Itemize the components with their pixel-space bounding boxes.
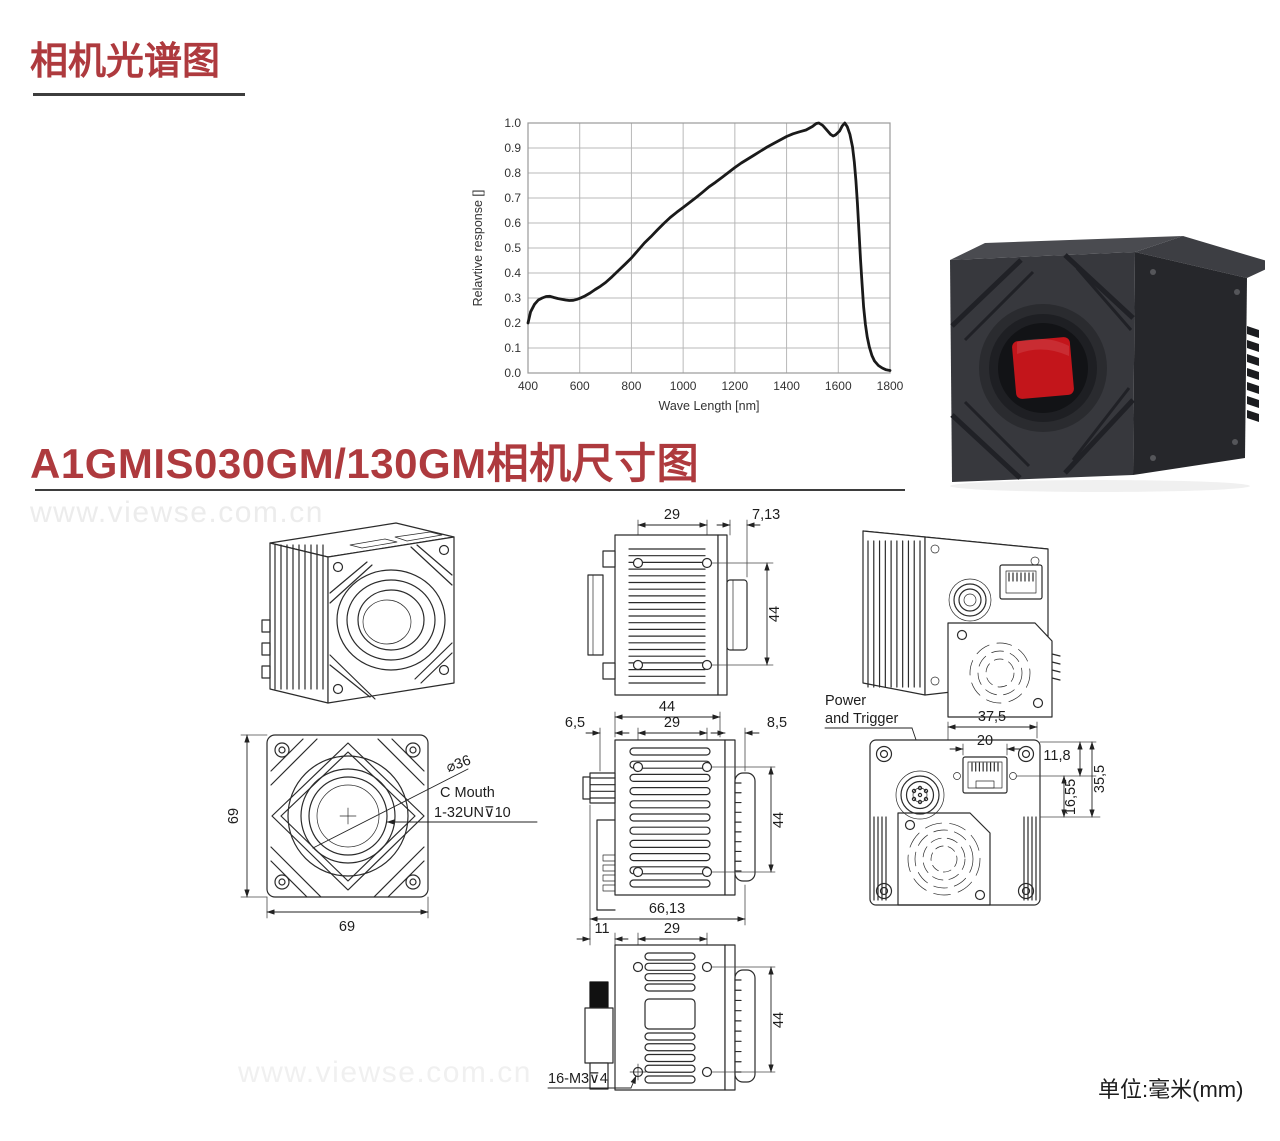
side-view-drawing: 44 29 6,5 8,5	[565, 699, 787, 911]
side-screws	[1150, 269, 1240, 461]
lens-diameter-label: ⌀36	[444, 753, 473, 777]
dim-front-width: 69	[339, 919, 355, 935]
svg-text:0.5: 0.5	[504, 241, 521, 255]
dim-bottom-29: 29	[664, 921, 680, 937]
bottom-view-drawing: 66,13 11 29	[547, 804, 787, 1091]
dim-top-713: 7,13	[752, 507, 780, 523]
power-trigger-label-1: Power	[825, 693, 866, 709]
dim-top-44: 44	[767, 606, 783, 622]
iso-corner-screws	[332, 544, 450, 695]
rear-right-fins	[1023, 816, 1037, 901]
watermark-bottom: www.viewse.com.cn	[238, 1056, 532, 1089]
dim-top-29: 29	[664, 507, 680, 523]
dim-rear-118: 11,8	[1043, 748, 1070, 764]
front-iso-drawing	[261, 522, 455, 704]
section2-title: A1GMIS030GM/130GM相机尺寸图	[30, 440, 700, 487]
rear-iso-drawing	[862, 530, 1061, 718]
dim-rear-20: 20	[977, 733, 993, 749]
mount-label-1: C Mouth	[440, 785, 495, 801]
response-curve	[526, 121, 892, 372]
rear-view-drawing: 37,5	[869, 709, 1108, 906]
svg-text:0.3: 0.3	[504, 291, 521, 305]
side-view-slots	[629, 747, 711, 888]
dim-side-85: 8,5	[767, 715, 787, 731]
dim-side-65: 6,5	[565, 715, 585, 731]
y-axis-label: Relavtive response []	[471, 190, 485, 307]
orthographic-drawings: 29 7,13 44	[547, 507, 787, 1091]
dim-rear-375: 37,5	[978, 709, 1006, 725]
svg-text:1000: 1000	[670, 379, 697, 393]
iso-left-fins	[274, 544, 324, 690]
dim-side-44v: 44	[771, 812, 787, 828]
unit-note: 单位:毫米(mm)	[1098, 1077, 1244, 1102]
top-view-fins	[628, 548, 706, 684]
svg-text:0.9: 0.9	[504, 141, 521, 155]
top-view-drawing: 29 7,13 44	[587, 507, 783, 696]
rear-drawings: Power and Trigger 37,5	[824, 530, 1108, 906]
dim-bottom-6613: 66,13	[649, 901, 685, 917]
thread-note: 16-M3⊽4	[548, 1071, 608, 1087]
dim-side-44: 44	[659, 699, 675, 715]
dim-rear-355: 35,5	[1092, 765, 1108, 793]
rear-left-fins	[873, 816, 887, 901]
svg-text:0.2: 0.2	[504, 316, 521, 330]
svg-text:1.0: 1.0	[504, 116, 521, 130]
fan-grille	[897, 812, 991, 906]
power-connector	[895, 770, 945, 820]
front-drawings: 69 69 ⌀36 C Mouth 1-32UN⊽10	[226, 522, 538, 935]
watermark-top: www.viewse.com.cn	[30, 496, 324, 529]
rear-corner-screws	[875, 745, 1035, 900]
section1-underline	[33, 93, 245, 96]
front-chevron-pattern	[270, 738, 425, 898]
svg-text:800: 800	[621, 379, 641, 393]
svg-text:600: 600	[570, 379, 590, 393]
svg-text:1200: 1200	[722, 379, 749, 393]
svg-text:1400: 1400	[773, 379, 800, 393]
x-axis-label: Wave Length [nm]	[659, 399, 760, 413]
svg-text:0.0: 0.0	[504, 366, 521, 380]
camera-product-photo	[950, 236, 1265, 492]
dim-front-height: 69	[226, 808, 242, 824]
dim-rear-1655: 16,55	[1063, 779, 1079, 815]
camera-top-face	[950, 236, 1183, 260]
bottom-view-slots-bottom	[644, 1032, 696, 1084]
front-groove-pattern	[950, 253, 1135, 480]
image-sensor	[1012, 337, 1074, 399]
camera-side-face	[1133, 252, 1247, 475]
svg-text:0.7: 0.7	[504, 191, 521, 205]
dim-side-29: 29	[664, 715, 680, 731]
bottom-view-slots-top	[644, 952, 696, 992]
svg-text:400: 400	[518, 379, 538, 393]
spectral-response-chart: 400 600 800 1000 1200 1400 1600 1800 0.0 0.1 0.2 0.…	[471, 116, 904, 413]
dim-bottom-11: 11	[594, 921, 609, 937]
section1-title: 相机光谱图	[30, 41, 221, 83]
mount-label-2: 1-32UN⊽10	[434, 805, 511, 821]
photo-shadow	[950, 480, 1250, 492]
svg-text:0.8: 0.8	[504, 166, 521, 180]
heatsink-fins	[1247, 326, 1259, 422]
power-trigger-label-2: and Trigger	[825, 711, 899, 727]
iso-rear-left-fins	[867, 540, 921, 688]
svg-text:0.1: 0.1	[504, 341, 521, 355]
svg-text:0.4: 0.4	[504, 266, 521, 280]
svg-text:1600: 1600	[825, 379, 852, 393]
front-view-drawing: 69 69 ⌀36 C Mouth 1-32UN⊽10	[226, 734, 538, 935]
svg-text:0.6: 0.6	[504, 216, 521, 230]
iso-fan	[956, 629, 1044, 709]
section2-rule	[35, 489, 905, 491]
front-corner-screws	[274, 742, 421, 890]
dim-bottom-44: 44	[771, 1012, 787, 1028]
svg-text:1800: 1800	[877, 379, 904, 393]
